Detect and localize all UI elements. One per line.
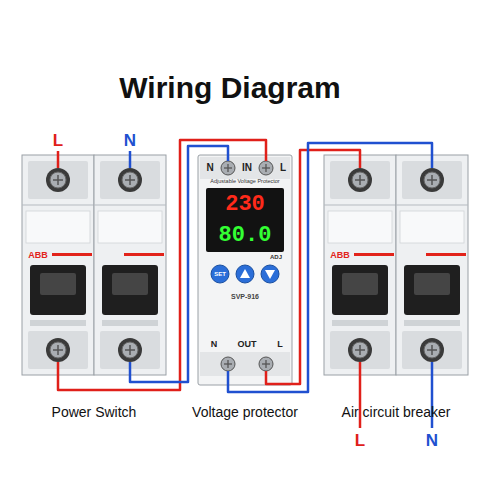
device-caption: Air circuit breaker xyxy=(342,405,451,419)
breaker-pole xyxy=(22,155,94,375)
terminal-label: L xyxy=(280,163,286,173)
breaker-pole xyxy=(324,155,396,375)
terminal-label: N xyxy=(211,340,218,349)
terminal-label: OUT xyxy=(238,340,257,349)
wire-label: N xyxy=(124,132,136,149)
wire xyxy=(266,150,360,384)
terminal-label: IN xyxy=(242,163,252,173)
device-caption: Voltage protector xyxy=(192,405,298,419)
terminal-label: L xyxy=(277,340,283,349)
wire-label: N xyxy=(426,432,438,449)
device-caption: Power Switch xyxy=(52,405,137,419)
voltage-readout: 230 xyxy=(225,194,265,216)
wire-label: L xyxy=(355,432,365,449)
wire-label: L xyxy=(53,132,63,149)
breaker-pole xyxy=(396,155,468,375)
supply-wire xyxy=(58,151,432,428)
terminal-label: N xyxy=(206,163,213,173)
secondary-readout: 80.0 xyxy=(219,225,272,247)
circuit-breaker: ABBAir circuit breaker xyxy=(324,155,468,375)
brand-logo: ABB xyxy=(28,251,48,260)
protector-body xyxy=(198,155,292,385)
button-label: ADJ xyxy=(270,254,282,260)
diagram-title: Wiring Diagram xyxy=(119,73,340,103)
breaker-pole xyxy=(94,155,166,375)
brand-logo: ABB xyxy=(330,251,350,260)
voltage-protector: NINLAdjustable Voltage Protector23080.0S… xyxy=(198,155,292,385)
wire xyxy=(58,140,266,390)
button-label: SET xyxy=(214,271,226,277)
device-name: Adjustable Voltage Protector xyxy=(210,179,279,185)
model-number: SVP-916 xyxy=(231,293,259,300)
circuit-breaker: ABBPower Switch xyxy=(22,155,166,375)
